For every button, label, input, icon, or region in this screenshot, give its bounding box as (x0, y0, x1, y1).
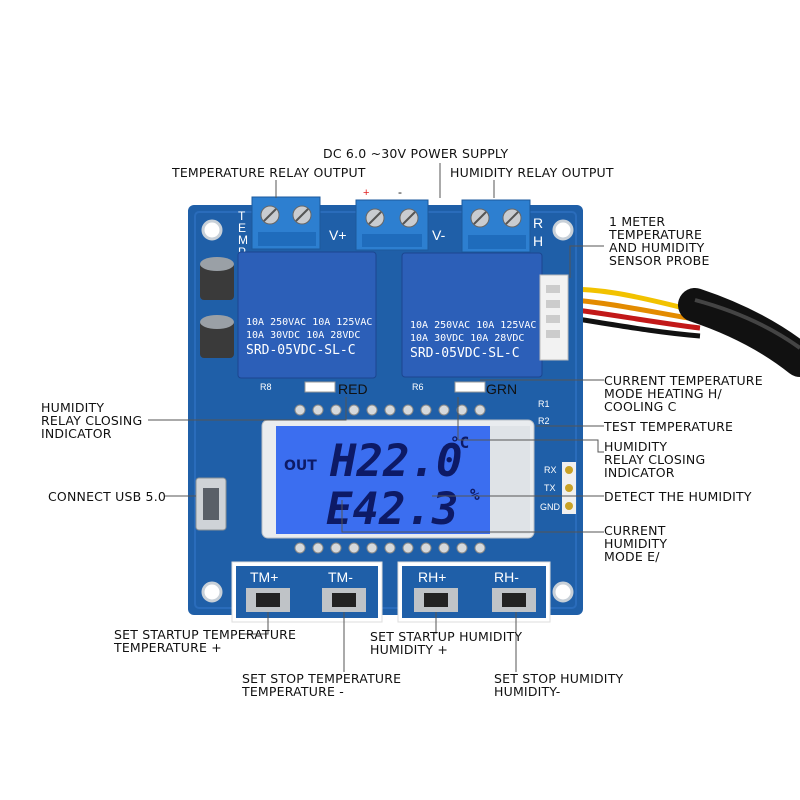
silk-red: RED (338, 381, 368, 397)
mount-hole (552, 219, 574, 241)
callout-set-stop-humidity: SET STOP HUMIDITY HUMIDITY- (494, 672, 623, 698)
silk-minus: - (398, 185, 402, 199)
callout-connect-usb: CONNECT USB 5.0 (48, 489, 167, 504)
callout-hrc-left-line-3: INDICATOR (41, 426, 112, 441)
silk-vminus: V- (432, 227, 446, 243)
uart-header (562, 462, 576, 514)
callout-ctm-line-3: COOLING C (604, 399, 677, 414)
callout-hrc-right-line-2: RELAY CLOSING (604, 452, 706, 467)
terminal-power (355, 199, 429, 251)
relay-temp: 10A 250VAC 10A 125VAC 10A 30VDC 10A 28VD… (237, 251, 377, 379)
button-label-tm-plus: TM+ (250, 569, 278, 585)
callout-sst-line-2: TEMPERATURE + (114, 640, 222, 655)
relay-temp-model: SRD-05VDC-SL-C (246, 343, 356, 358)
silk-r8: R8 (260, 382, 272, 392)
callout-chm-line-1: CURRENT (604, 523, 666, 538)
lcd-out-label: OUT (284, 458, 317, 474)
callout-humidity-relay-output: HUMIDITY RELAY OUTPUT (450, 165, 614, 180)
callout-chm-line-3: MODE E/ (604, 549, 660, 564)
callout-sensor-probe: 1 METER TEMPERATURE AND HUMIDITY SENSOR … (609, 215, 710, 267)
callout-hrc-right-line-3: INDICATOR (604, 465, 675, 480)
silk-plus: + (363, 187, 369, 199)
lcd-unit2: % (470, 485, 480, 504)
button-label-rh-minus: RH- (494, 569, 519, 585)
callout-sst-line-1: SET STARTUP TEMPERATURE (114, 627, 297, 642)
silk-gnd: GND (540, 502, 561, 512)
lcd-display: OUT H22.0 °C E42.3 % (261, 419, 535, 539)
callout-detect-humidity: DETECT THE HUMIDITY (604, 489, 752, 504)
silk-r6: R6 (412, 382, 424, 392)
callout-set-stop-temp: SET STOP TEMPERATURE TEMPERATURE - (242, 672, 401, 698)
callout-set-start-temp: SET STARTUP TEMPERATURE TEMPERATURE + (114, 628, 296, 654)
mount-hole (552, 581, 574, 603)
callout-ssph-line-1: SET STOP HUMIDITY (494, 671, 624, 686)
silk-r2: R2 (538, 416, 550, 426)
rh-minus-button[interactable] (492, 588, 536, 612)
callout-ssh-line-1: SET STARTUP HUMIDITY (370, 629, 523, 644)
silk-grn: GRN (486, 381, 517, 397)
tm-minus-button[interactable] (322, 588, 366, 612)
callout-chm-line-2: HUMIDITY (604, 536, 668, 551)
relay-temp-line-1: 10A 250VAC 10A 125VAC (246, 317, 372, 328)
mount-hole (201, 581, 223, 603)
silk-rx: RX (544, 465, 557, 475)
callout-hrc-left-line-2: RELAY CLOSING (41, 413, 143, 428)
mount-hole (201, 219, 223, 241)
silk-rh-0: R (533, 215, 543, 231)
callout-hrc-right-line-1: HUMIDITY (604, 439, 668, 454)
lcd-line1: H22.0 (329, 436, 462, 487)
relay-humidity-line-1: 10A 250VAC 10A 125VAC (410, 320, 536, 331)
silk-rh-1: H (533, 233, 543, 249)
callout-ssh-line-2: HUMIDITY + (370, 642, 449, 657)
sensor-cable (544, 286, 800, 377)
silk-tx: TX (544, 483, 556, 493)
relay-humidity-model: SRD-05VDC-SL-C (410, 346, 520, 361)
lcd-line2: E42.3 (326, 484, 458, 535)
callout-hrc-left-line-1: HUMIDITY (41, 400, 105, 415)
callout-ctm-line-2: MODE HEATING H/ (604, 386, 722, 401)
rh-plus-button[interactable] (414, 588, 458, 612)
button-label-rh-plus: RH+ (418, 569, 446, 585)
callout-current-humidity-mode: CURRENT HUMIDITY MODE E/ (604, 524, 667, 563)
callout-humidity-relay-closing-left: HUMIDITY RELAY CLOSING INDICATOR (41, 401, 142, 440)
callout-sspt-line-2: TEMPERATURE - (242, 684, 344, 699)
lcd-unit1: °C (450, 433, 469, 452)
callout-ssph-line-2: HUMIDITY- (494, 684, 561, 699)
relay-temp-line-2: 10A 30VDC 10A 28VDC (246, 330, 360, 341)
relay-humidity-line-2: 10A 30VDC 10A 28VDC (410, 333, 524, 344)
callout-ctm-line-1: CURRENT TEMPERATURE (604, 373, 763, 388)
callout-humidity-relay-closing-right: HUMIDITY RELAY CLOSING INDICATOR (604, 440, 705, 479)
sensor-connector (539, 274, 569, 361)
silk-temp-1: E (238, 221, 246, 235)
terminal-temp (251, 196, 321, 250)
relay-humidity: 10A 250VAC 10A 125VAC 10A 30VDC 10A 28VD… (401, 252, 543, 378)
led-green (454, 381, 486, 393)
callout-sensor-probe-line-3: AND HUMIDITY (609, 240, 705, 255)
silk-vplus: V+ (329, 227, 347, 243)
silk-temp-2: M (238, 233, 248, 247)
capacitor (200, 257, 234, 358)
callout-sensor-probe-line-2: TEMPERATURE (609, 227, 703, 242)
led-red (304, 381, 336, 393)
callout-current-temp-mode: CURRENT TEMPERATURE MODE HEATING H/ COOL… (604, 374, 763, 413)
callout-sensor-probe-line-1: 1 METER (609, 214, 666, 229)
lcd-pins (294, 404, 486, 554)
leader-lines (148, 163, 604, 672)
callout-set-start-humidity: SET STARTUP HUMIDITY HUMIDITY + (370, 630, 522, 656)
callout-sensor-probe-line-4: SENSOR PROBE (609, 253, 710, 268)
tm-plus-button[interactable] (246, 588, 290, 612)
terminal-humidity (461, 199, 531, 253)
callout-sspt-line-1: SET STOP TEMPERATURE (242, 671, 402, 686)
usb-port (195, 477, 227, 531)
callout-power-supply: DC 6.0 ~30V POWER SUPPLY (323, 146, 509, 161)
callout-test-temperature: TEST TEMPERATURE (604, 419, 734, 434)
silk-r1: R1 (538, 399, 550, 409)
button-label-tm-minus: TM- (328, 569, 353, 585)
silk-temp-0: T (238, 209, 246, 223)
callout-temp-relay-output: TEMPERATURE RELAY OUTPUT (172, 165, 366, 180)
